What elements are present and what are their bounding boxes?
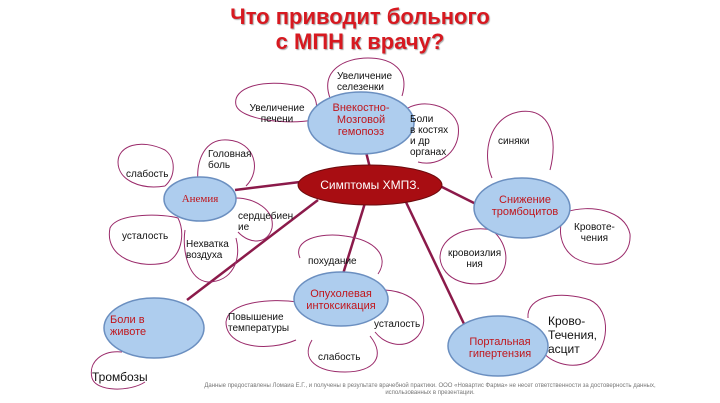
label-spleen: Увеличение селезенки <box>337 71 393 93</box>
node-thrombocytopenia-label: Снижение тромбоцитов <box>491 194 559 218</box>
center-node-label: Симптомы ХМПЗ. <box>320 178 420 192</box>
label-hemorrhages: кровоизлия ния <box>448 248 502 270</box>
petal-headache <box>197 139 255 187</box>
label-fatigue1: усталость <box>122 231 169 242</box>
petal-fatigue2 <box>374 289 425 345</box>
petal-liver <box>235 82 317 123</box>
label-thrombosis: Тромбозы <box>92 370 148 384</box>
label-dyspnea: Нехватка воздуха <box>186 239 229 261</box>
connector-lines <box>186 147 483 327</box>
petal-fever <box>225 300 299 347</box>
label-fever: Повышение температуры <box>228 312 290 334</box>
label-bleeding: Кровоте- чения <box>574 222 615 244</box>
page-title-line2: с МПН к врачу? <box>275 29 445 54</box>
petal-bleeding-ascites <box>527 294 606 366</box>
petal-fatigue1 <box>108 214 183 265</box>
page-title-line1: Что приводит больного <box>230 4 490 29</box>
node-extramedullary-shape <box>307 91 415 155</box>
label-headache: Головная боль <box>208 149 252 171</box>
node-intoxication-label: Опухолевая интоксикация <box>306 288 376 312</box>
node-thrombocytopenia-shape <box>473 177 571 239</box>
connector-portal <box>403 199 467 327</box>
connector-anemia <box>234 180 301 192</box>
node-anemia-label: Анемия <box>181 193 219 205</box>
label-fatigue2: усталость <box>374 319 421 330</box>
label-weight-loss: похудание <box>308 256 357 267</box>
petal-bone <box>404 103 459 164</box>
node-portal-shape <box>447 315 549 377</box>
petal-dyspnea <box>183 229 239 283</box>
label-palpitations: сердцебиен ие <box>238 211 294 233</box>
petal-weight-loss <box>298 234 383 275</box>
label-bleeding-ascites: Крово- Течения, асцит <box>548 314 598 356</box>
label-bruises: синяки <box>498 136 530 147</box>
connector-abdominal-pain <box>186 199 319 301</box>
center-node-shape <box>297 164 443 206</box>
petal-weakness2 <box>307 335 378 373</box>
topic-nodes <box>103 91 571 377</box>
petal-outlines <box>90 57 631 390</box>
node-anemia-shape <box>163 176 237 222</box>
node-abdominal-pain-label: Боли в животе <box>110 314 147 338</box>
petal-spleen <box>327 57 405 99</box>
petal-weakness1 <box>117 143 174 188</box>
petal-thrombosis <box>90 351 146 390</box>
petal-bleeding <box>560 208 631 265</box>
footer-disclaimer: Данные предоставлены Ломаиа Е.Г., и полу… <box>204 383 656 396</box>
node-intoxication-shape <box>293 271 389 327</box>
connector-intoxication <box>341 202 367 275</box>
label-weakness2: слабость <box>318 352 361 363</box>
node-portal-label: Портальная гипертензия <box>468 336 532 360</box>
label-bone-pain: Боли в костях и др органах <box>410 114 449 158</box>
label-weakness1: слабость <box>126 169 169 180</box>
node-extramedullary-label: Внекостно- Мозговой гемопоэз <box>332 102 390 138</box>
node-abdominal-pain-shape <box>103 297 205 359</box>
petal-bruises <box>487 110 554 179</box>
petal-hemorrhages <box>439 228 507 285</box>
label-liver: Увеличение печени <box>249 103 305 125</box>
petal-palpitations <box>235 197 273 242</box>
